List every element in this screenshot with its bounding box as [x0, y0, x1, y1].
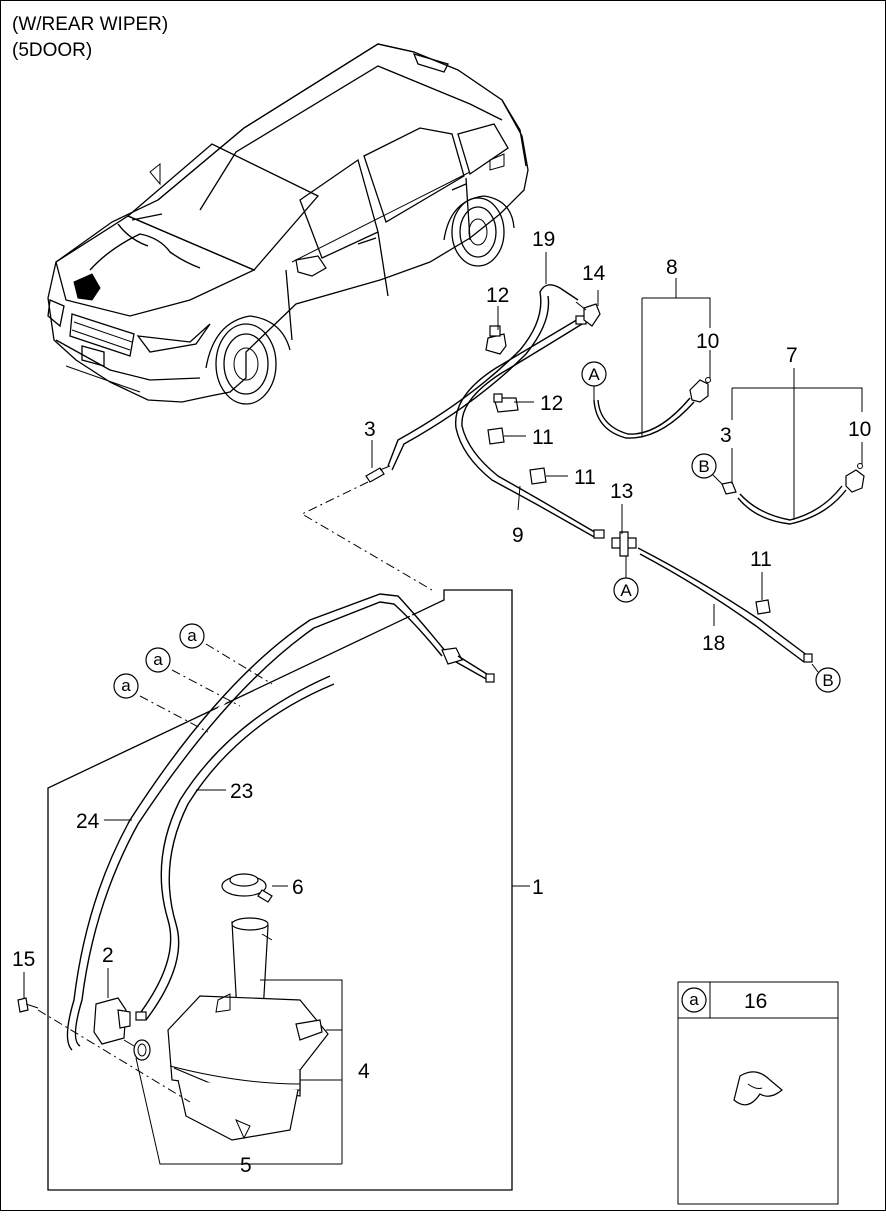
ref-marker-B-upper: B: [691, 453, 717, 479]
svg-text:a: a: [121, 676, 131, 695]
leader-lines-upper: [371, 252, 863, 673]
ref-marker-a-3: a: [113, 673, 139, 699]
ref-marker-a-1: a: [179, 623, 205, 649]
reservoir-box: [47, 589, 530, 1191]
clip-12-upper: [485, 325, 507, 355]
callout-24: 24: [76, 810, 100, 833]
callout-5: 5: [240, 1154, 252, 1177]
hose-24: [66, 593, 447, 1051]
pump-2: [93, 968, 131, 1045]
callout-3-right: 3: [720, 424, 732, 447]
callout-15: 15: [12, 948, 35, 971]
ref-marker-a-2: a: [145, 647, 171, 673]
clip-16: [733, 1071, 783, 1106]
callout-3-upper: 3: [364, 418, 376, 441]
callout-4: 4: [358, 1060, 370, 1083]
hose-23: [135, 675, 335, 1021]
callout-12-lower: 12: [540, 392, 563, 415]
car-illustration: [47, 43, 529, 405]
svg-text:a: a: [153, 650, 163, 669]
callout-1: 1: [532, 876, 544, 899]
callout-16: 16: [744, 990, 767, 1013]
hose-19: [387, 284, 605, 539]
clip-11-b: [529, 467, 547, 485]
callout-6: 6: [292, 876, 304, 899]
svg-text:A: A: [620, 581, 632, 600]
seal-5: [123, 1039, 342, 1165]
ref-marker-A-lower: A: [613, 577, 639, 603]
callout-2: 2: [102, 944, 114, 967]
callout-11-c: 11: [750, 548, 772, 571]
hose-18: [637, 547, 813, 663]
svg-text:a: a: [689, 990, 699, 1009]
svg-text:A: A: [588, 365, 600, 384]
check-valve-3-upper: [365, 465, 391, 483]
callout-19: 19: [532, 228, 555, 251]
ref-marker-a-legend: a: [681, 987, 707, 1013]
header-line-2: (5DOOR): [12, 40, 92, 61]
callout-23: 23: [230, 780, 253, 803]
callout-9: 9: [512, 524, 524, 547]
hose-7: [737, 485, 847, 525]
callout-13: 13: [610, 480, 633, 503]
dash-leader: [300, 481, 433, 591]
ref-marker-A-upper: A: [581, 361, 607, 387]
callout-7: 7: [786, 344, 798, 367]
reservoir-tank-4: [167, 917, 343, 1164]
callout-8: 8: [666, 256, 678, 279]
callout-12-upper: 12: [486, 284, 509, 307]
callout-11-a: 11: [532, 426, 554, 449]
cap-6: [221, 873, 288, 903]
svg-text:a: a: [187, 626, 197, 645]
svg-text:B: B: [698, 457, 709, 476]
callout-14: 14: [582, 262, 606, 285]
check-valve-3-right: [721, 481, 737, 495]
bolt-15: [17, 972, 191, 1103]
callout-10-left: 10: [696, 330, 719, 353]
nozzle-10-left: [689, 377, 711, 403]
clip-11-a: [487, 427, 505, 445]
connector-14: [575, 301, 601, 327]
legend-box-16: [677, 981, 839, 1205]
t-joint-13: [611, 531, 637, 557]
callout-10-right: 10: [848, 418, 871, 441]
callout-11-b: 11: [574, 466, 596, 489]
svg-text:B: B: [822, 671, 833, 690]
hose-8: [593, 397, 695, 439]
ref-marker-B-lower: B: [815, 667, 841, 693]
hose-grommet: [441, 647, 495, 683]
nozzle-10-right: [845, 463, 865, 493]
header-line-1: (W/REAR WIPER): [12, 14, 168, 35]
clip-12-lower: [493, 393, 519, 413]
clip-11-c: [755, 599, 771, 615]
callout-18: 18: [702, 632, 725, 655]
clip-a-arrows: [139, 643, 273, 733]
